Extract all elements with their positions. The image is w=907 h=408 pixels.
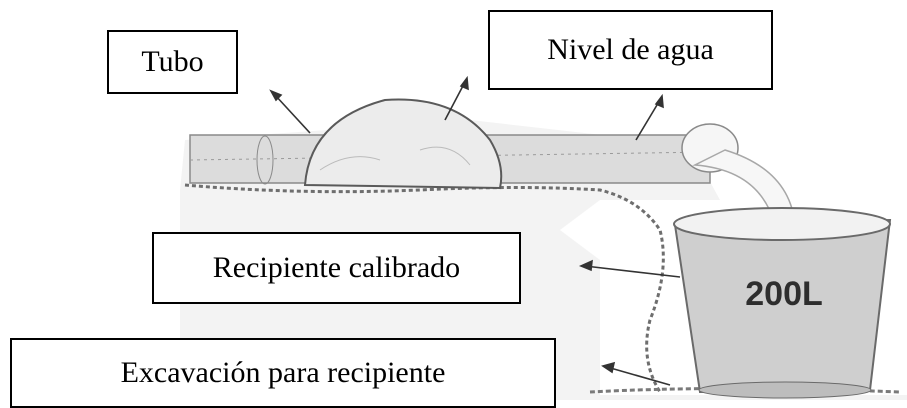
soil-mound <box>305 100 501 189</box>
label-recipiente-calibrado: Recipiente calibrado <box>152 232 521 304</box>
calibrated-container: 200L <box>674 208 890 398</box>
arrow-nivel <box>636 100 660 140</box>
label-excavacion: Excavación para recipiente <box>10 338 556 408</box>
arrow-excavacion <box>607 367 670 385</box>
label-nivel-de-agua: Nivel de agua <box>488 10 773 90</box>
label-tubo: Tubo <box>107 30 238 94</box>
arrow-tubo <box>275 95 310 133</box>
container-capacity-label: 200L <box>745 275 823 313</box>
